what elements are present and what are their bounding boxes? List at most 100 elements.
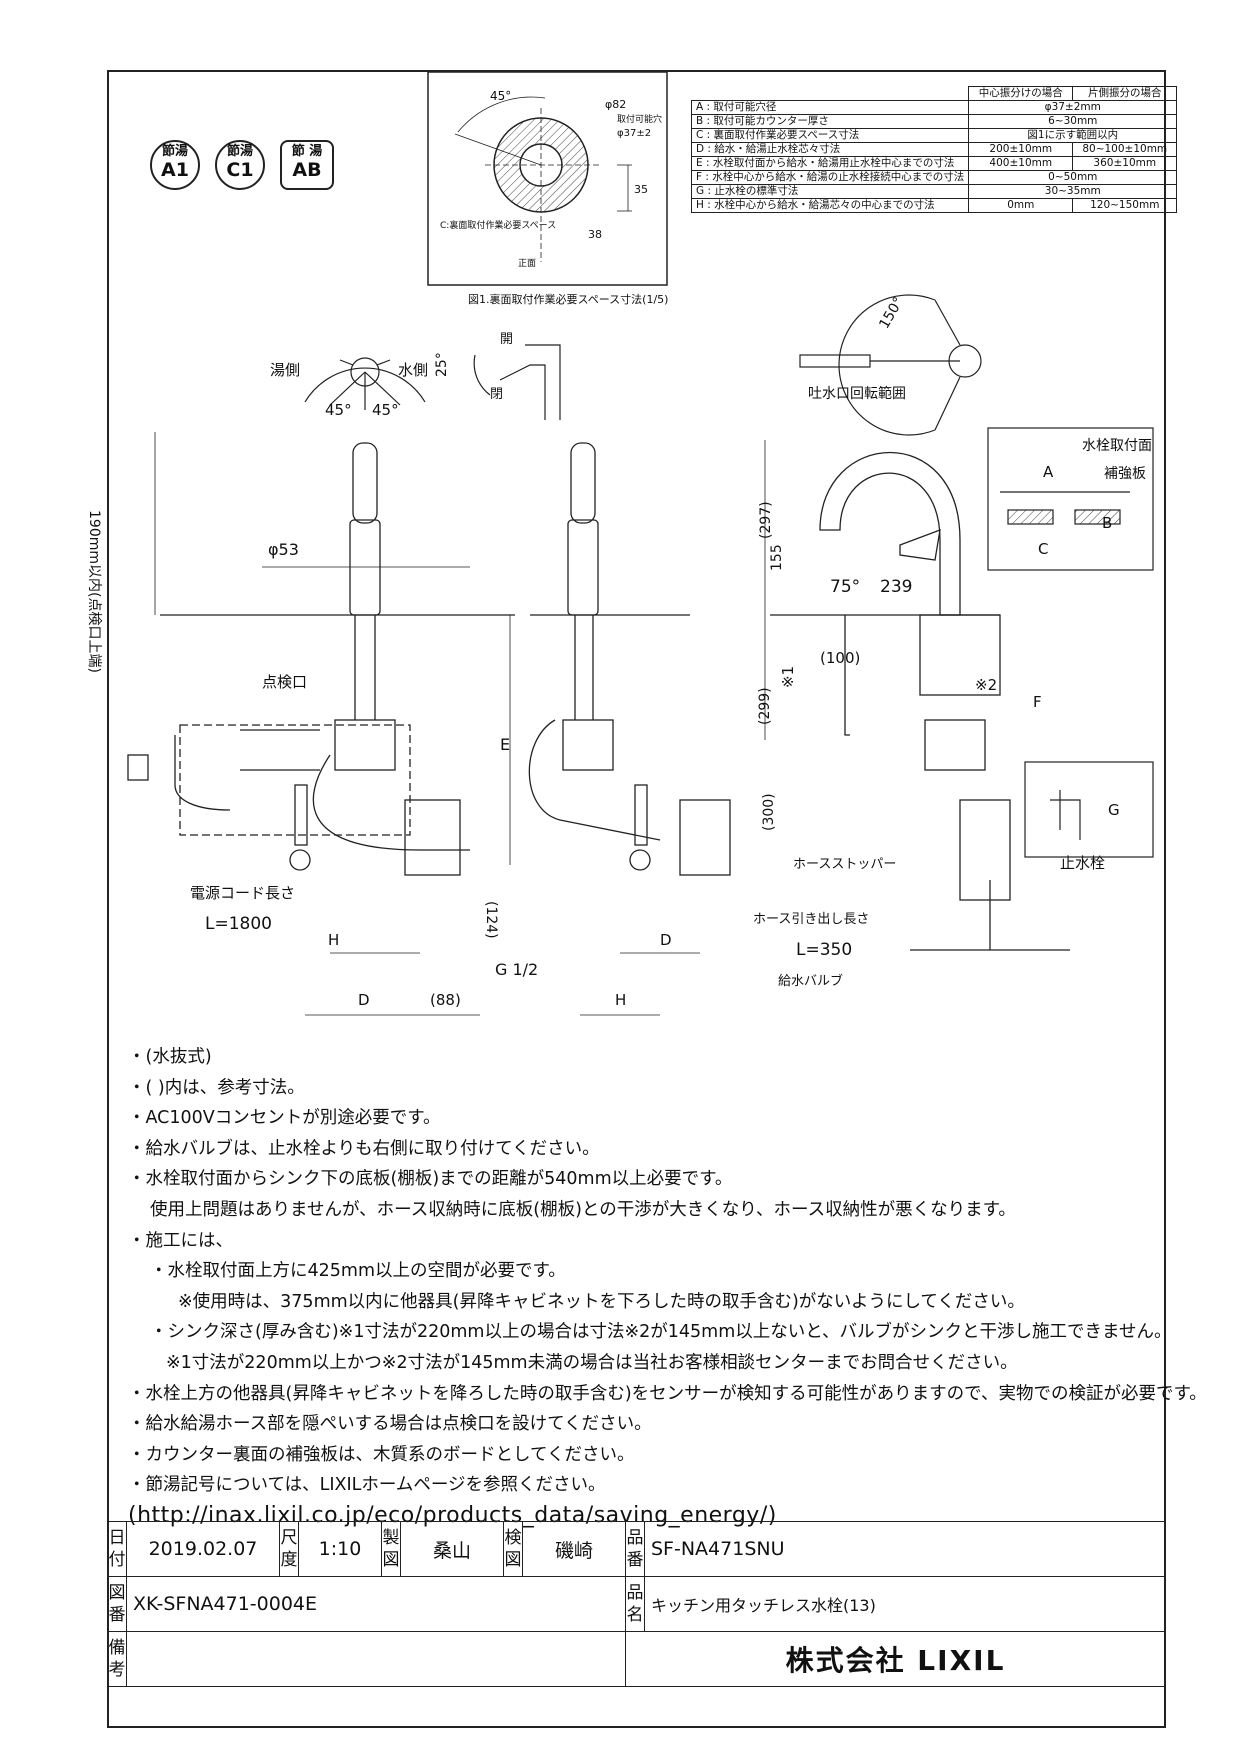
star1-label: ※1 [779,666,797,688]
tilt-label: 25° [434,352,450,377]
checked-value: 磯崎 [522,1521,626,1577]
spec-header-center: 中心振分けの場合 [968,86,1074,101]
title-block: 日付 2019.02.07 尺度 1:10 製図 桑山 検図 磯崎 品番 SF-… [107,1521,1166,1687]
note-item: ・給水バルブは、止水栓よりも右側に取り付けてください。 [128,1138,600,1159]
right-angle-label: 45° [372,401,399,419]
F-label: F [1033,693,1042,711]
close-label: 閉 [490,387,503,402]
handle-top-view [304,357,426,410]
faucet-front-view-1 [127,442,515,876]
fig1-front-label: 正面 [518,258,536,269]
note-item: 使用上問題はありませんが、ホース収納時に底板(棚板)との干渉が大きくなり、ホース… [150,1199,1016,1220]
note-item: ・カウンター裏面の補強板は、木質系のボードとしてください。 [128,1444,635,1465]
drawing-no-value: XK-SFNA471-0004E [126,1576,626,1632]
scale-value: 1:10 [298,1521,382,1577]
fig1-box [427,71,668,286]
remarks-label: 備考 [107,1631,127,1687]
drawing-no-label: 図番 [107,1576,127,1632]
hose-length-label: ホース引き出し長さ [753,912,869,927]
inspection-label: 点検口 [262,673,307,691]
E-label: E [500,735,510,754]
stop-valve-label: 止水栓 [1060,854,1105,872]
note-item: ・水栓取付面からシンク下の底板(棚板)までの距離が540mm以上必要です。 [128,1169,733,1190]
spout-rotation-view [799,294,982,436]
note-item: ・AC100Vコンセントが別途必要です。 [128,1108,441,1129]
note-item: ・施工には、 [128,1230,233,1251]
faucet-side-view [770,452,1070,951]
drawing-frame [107,70,1166,1728]
dim75-label: 75° [830,577,860,597]
fig1-d1: φ82 [605,98,626,111]
drawn-value: 桑山 [400,1521,504,1577]
cold-side-label: 水側 [398,361,428,379]
name-label: 品名 [625,1576,645,1632]
note-item: ・シンク深さ(厚み含む)※1寸法が220mm以上の場合は寸法※2が145mm以上… [150,1322,1172,1343]
note-item: ※使用時は、375mm以内に他器具(昇降キャビネットを下ろした時の取手含む)がな… [178,1291,1025,1312]
fig1-d2-label: 取付可能穴 [617,113,662,125]
notes-list: ・(水抜式) ・( )内は、参考寸法。 ・AC100Vコンセントが別途必要です。… [128,1042,1207,1532]
open-label: 開 [500,332,513,347]
L1800-label: L=1800 [205,914,272,934]
part-no-value: SF-NA471SNU [644,1521,1166,1577]
rotation-angle-label: 150° [876,294,907,331]
dim155-label: 155 [769,544,785,571]
L350-label: L=350 [796,940,852,960]
name-value: キッチン用タッチレス水栓(13) [644,1576,1166,1632]
star2-label: ※2 [975,676,997,694]
mount-inset [987,427,1154,571]
reinforce-label: 補強板 [1104,466,1146,482]
G-label: G [1108,801,1120,819]
note-item: ・水栓上方の他器具(昇降キャビネットを降ろした時の取手含む)をセンサーが検知する… [128,1383,1207,1404]
H1-label: H [328,931,339,949]
fig1-dim38: 38 [588,228,602,241]
hose-stopper-label: ホースストッパー [793,857,896,872]
fig1-angle: 45° [490,89,511,103]
fig1-d2: φ37±2 [617,128,651,139]
C-label: C [1038,540,1048,558]
faucet-front-view-2 [528,442,731,876]
scale-label: 尺度 [279,1521,299,1577]
note-item: ※1寸法が220mm以上かつ※2寸法が145mm未満の場合は当社お客様相談センタ… [166,1352,1018,1373]
D1-label: D [358,991,370,1009]
dim100-label: (100) [820,649,860,667]
D2-label: D [660,931,672,949]
date-label: 日付 [107,1521,127,1577]
left-angle-label: 45° [325,401,352,419]
supply-valve-label: 給水バルブ [778,973,843,989]
height-note-label: 190mm以内(点検口上端) [86,510,102,673]
note-item: ・水栓取付面上方に425mm以上の空間が必要です。 [150,1261,566,1282]
spec-row: C : 裏面取付作業必要スペース寸法図1に示す範囲以内 [690,128,1178,143]
drawn-label: 製図 [381,1521,401,1577]
dia53-label: φ53 [268,540,299,559]
spout-range-label: 吐水口回転範囲 [808,385,906,402]
date-value: 2019.02.07 [126,1521,280,1577]
g-inset [1024,761,1154,858]
power-cord-label: 電源コード長さ [190,884,295,902]
A-label: A [1043,463,1054,481]
dim124-label: (124) [483,901,499,939]
G12-label: G 1/2 [495,960,538,979]
note-item: ・節湯記号については、LIXILホームページを参照ください。 [128,1475,606,1496]
checked-label: 検図 [503,1521,523,1577]
part-no-label: 品番 [625,1521,645,1577]
dim300-label: (300) [761,793,777,831]
B-label: B [1102,514,1112,532]
company-logo: 株式会社 LIXIL [625,1631,1166,1687]
mount-face-label: 水栓取付面 [1082,438,1152,454]
H2-label: H [615,991,626,1009]
dim88-label: (88) [430,991,461,1009]
hot-side-label: 湯側 [270,361,300,379]
note-item: ・給水給湯ホース部を隠ぺいする場合は点検口を設けてください。 [128,1414,652,1435]
note-item: ・( )内は、参考寸法。 [128,1077,305,1098]
